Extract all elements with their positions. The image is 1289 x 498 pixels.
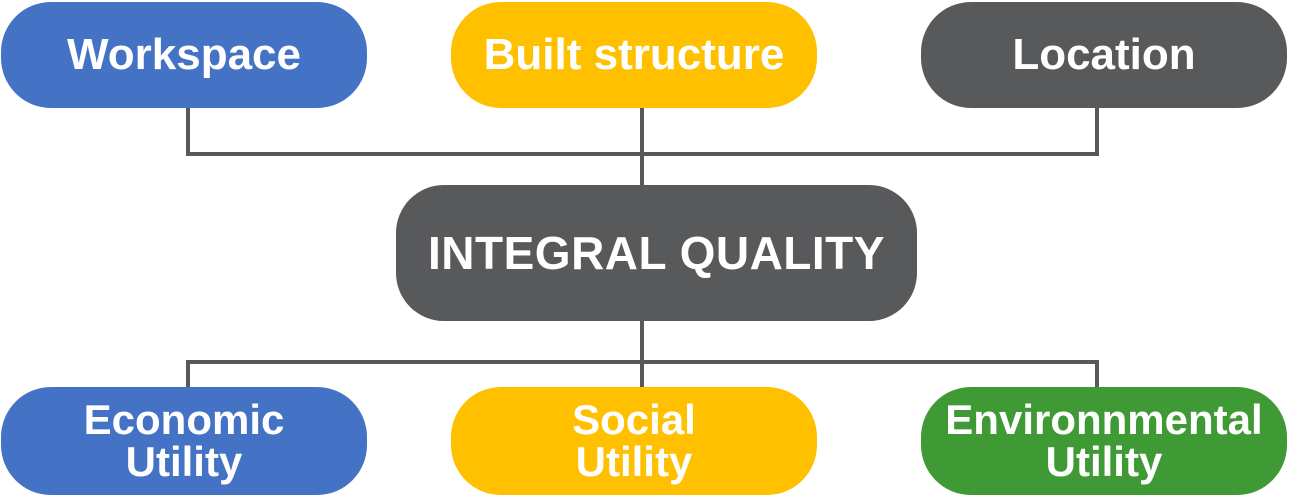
- social-utility-node: Social Utility: [451, 387, 817, 495]
- integral-quality-node: INTEGRAL QUALITY: [396, 185, 917, 321]
- economic-utility-label-line2: Utility: [125, 438, 243, 485]
- built-structure-label: Built structure: [483, 30, 785, 79]
- workspace-label: Workspace: [67, 30, 301, 79]
- environmental-utility-label-line2: Utility: [1045, 438, 1163, 485]
- built-structure-node: Built structure: [451, 2, 817, 108]
- integral-quality-label: INTEGRAL QUALITY: [428, 227, 885, 279]
- workspace-node: Workspace: [1, 2, 367, 108]
- environmental-utility-node: Environnmental Utility: [921, 387, 1287, 495]
- location-label: Location: [1012, 30, 1196, 79]
- location-node: Location: [921, 2, 1287, 108]
- environmental-utility-label-line1: Environnmental: [945, 396, 1263, 443]
- social-utility-label-line1: Social: [572, 396, 696, 443]
- economic-utility-label-line1: Economic: [83, 396, 285, 443]
- economic-utility-node: Economic Utility: [1, 387, 367, 495]
- social-utility-label-line2: Utility: [575, 438, 693, 485]
